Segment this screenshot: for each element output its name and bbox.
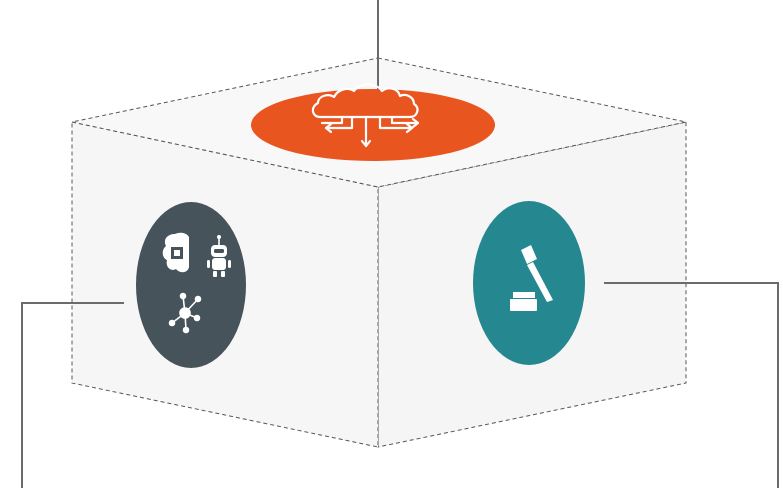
robot-icon [207,235,231,277]
top-circle [251,89,495,161]
left-connector-line [21,302,124,488]
left-circle [136,202,246,368]
right-connector-line [604,282,779,488]
brain-chip-icon [162,232,189,273]
right-circle [473,201,585,365]
cloud-network-icon [311,83,420,148]
gavel-icon [510,245,553,311]
network-nodes-icon [168,292,202,334]
